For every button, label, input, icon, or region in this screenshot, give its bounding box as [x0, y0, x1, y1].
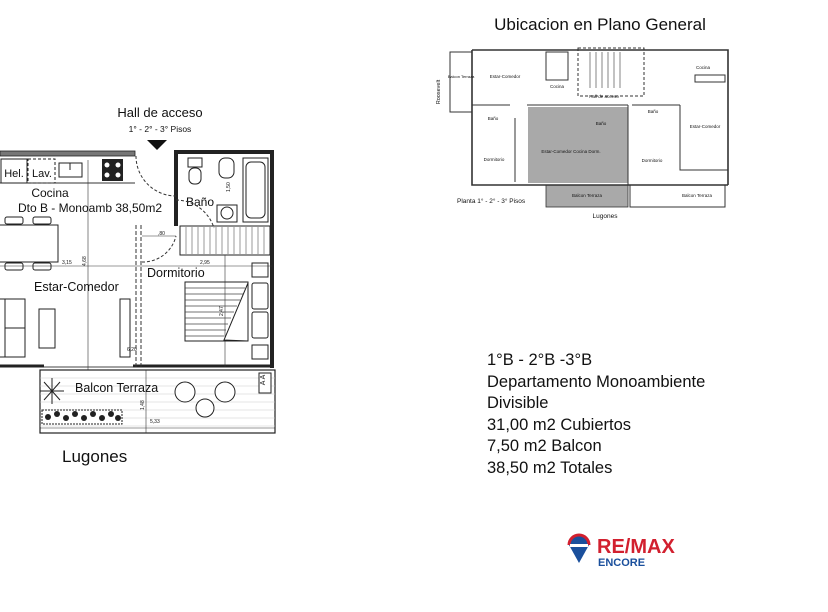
- spec-note: Divisible: [487, 394, 549, 412]
- toilet-icon: [188, 167, 202, 185]
- remax-logo: RE/MAX ENCORE: [567, 533, 675, 569]
- ac-unit: [258, 372, 272, 394]
- bedroom-label: Dormitorio: [147, 266, 205, 280]
- coffee-table: [38, 308, 56, 349]
- balloon-icon: [569, 535, 589, 563]
- plant-icon: [40, 378, 64, 404]
- washer-label: Lav.: [32, 168, 52, 180]
- fridge-label: Hel.: [4, 168, 24, 180]
- site-street-side: Roosevelt: [436, 79, 442, 104]
- site-label: Baño: [488, 116, 499, 121]
- site-label: Baño: [648, 109, 659, 114]
- closet: [179, 225, 271, 256]
- wall-top-kitchen: [0, 150, 136, 157]
- washer: [27, 158, 56, 184]
- logo-office: ENCORE: [598, 557, 645, 569]
- balcony-chair: [174, 381, 196, 403]
- tv-unit: [119, 298, 131, 358]
- fridge: [0, 158, 28, 184]
- site-label: Balcon Terraza: [682, 193, 712, 198]
- entry-door: [135, 155, 177, 197]
- spec-total: 38,50 m2 Totales: [487, 458, 613, 477]
- site-label: Baño: [596, 121, 607, 126]
- site-label: Estar-Comedor: [490, 74, 521, 79]
- site-label: Hall de acceso: [589, 94, 619, 99]
- dim-1-50: 1,50: [226, 182, 232, 192]
- balcony-chair: [214, 381, 236, 403]
- site-label: Dormitorio: [642, 158, 663, 163]
- partition-wall: [135, 225, 142, 367]
- kitchen-label: Cocina: [31, 186, 69, 200]
- site-label: Estar-Comedor: [690, 124, 721, 129]
- balcony: [39, 369, 276, 434]
- dim-4-68: 4,68: [82, 256, 88, 266]
- site-label: Estar-Comedor Cocina Dorm.: [541, 149, 600, 154]
- dim-2-95: 2,95: [200, 260, 210, 266]
- bidet-icon: [218, 157, 235, 179]
- highlighted-unit: [528, 107, 628, 183]
- site-label: Cocina: [696, 65, 711, 70]
- dim-3-15: 3,15: [62, 260, 72, 266]
- site-floors-label: Planta 1° - 2° - 3° Pisos: [457, 197, 526, 205]
- entrance-arrow-icon: [147, 140, 167, 150]
- dim-080: ,80: [158, 231, 165, 237]
- spec-balcony: 7,50 m2 Balcon: [487, 437, 602, 455]
- site-street-bottom: Lugones: [593, 213, 619, 220]
- bathtub-icon: [242, 157, 269, 223]
- logo-brand: RE/MAX: [597, 536, 675, 558]
- unit-floor-plan: Hall de acceso 1° - 2° - 3° Pisos Hel. L…: [0, 105, 276, 466]
- site-label: Dormitorio: [484, 157, 505, 162]
- dim-5-33: 5,33: [150, 419, 160, 425]
- hall-floors: 1° - 2° - 3° Pisos: [129, 124, 192, 134]
- spec-type: Departamento Monoambiente: [487, 372, 706, 391]
- dim-6-20: 6,20: [127, 347, 137, 353]
- hall-title: Hall de acceso: [117, 105, 202, 120]
- living-label: Estar-Comedor: [34, 280, 119, 294]
- spec-units: 1°B - 2°B -3°B: [487, 351, 593, 369]
- ac-label: A A: [260, 374, 267, 385]
- site-label: Cocina: [550, 84, 565, 89]
- wall-bath: [174, 150, 274, 368]
- unit-name-label: Dto B - Monoamb 38,50m2: [18, 201, 162, 215]
- stove-icon: [102, 159, 123, 181]
- dim-1-48: 1,48: [140, 400, 146, 410]
- site-label: Balcon Terraza: [448, 74, 475, 79]
- site-plan: Ubicacion en Plano General Roosevelt Bal…: [436, 15, 729, 220]
- washbasin-icon: [216, 204, 238, 223]
- bathroom-label: Baño: [186, 195, 214, 209]
- spec-covered: 31,00 m2 Cubiertos: [487, 415, 631, 434]
- site-label: Balcon Terraza: [572, 193, 602, 198]
- dim-2-47: 2,47: [219, 306, 225, 316]
- site-plan-title: Ubicacion en Plano General: [494, 15, 706, 34]
- balcony-table: [195, 398, 215, 418]
- balcony-label: Balcon Terraza: [75, 381, 158, 395]
- unit-specs: 1°B - 2°B -3°B Departamento Monoambiente…: [487, 350, 705, 479]
- dining-table: [0, 224, 59, 263]
- street-label: Lugones: [62, 447, 127, 466]
